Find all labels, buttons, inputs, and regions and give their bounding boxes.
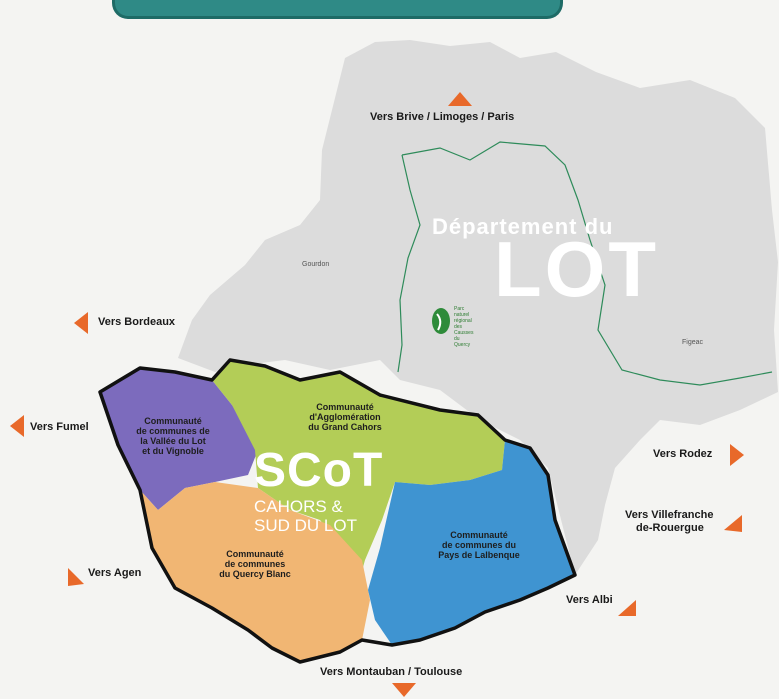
park-label-5: du Quercy [454,336,471,348]
scot-subtitle-1: CAHORS & [254,497,343,516]
scot-subtitle-2: SUD DU LOT [254,516,357,535]
quercy-blanc-area [140,482,370,662]
vallee-lot-area [100,368,258,510]
direction-fumel: Vers Fumel [30,421,89,433]
arrow-villefranche [724,515,742,532]
direction-villefranche-2: de-Rouergue [636,522,704,534]
town-gourdon: Gourdon [302,261,330,268]
town-figeac: Figeac [682,339,704,346]
department-title: Département du [432,214,614,239]
arrow-fumel [10,415,24,437]
community-vallee-label: Communauté de communes de la Vallée du L… [136,416,210,456]
community-agglo-label: Communauté d'Agglomération du Grand Caho… [308,402,382,432]
direction-rodez: Vers Rodez [653,448,713,460]
direction-montauban: Vers Montauban / Toulouse [320,666,463,678]
arrow-albi [618,600,636,616]
top-banner [112,0,563,19]
arrow-rodez [730,444,744,466]
park-label-1: Parc [454,306,465,312]
river-line [401,141,773,386]
park-label-4: des Causses [454,324,474,336]
park-logo: Parc naturel régional des Causses du Que… [430,306,473,348]
park-label-3: régional [454,318,472,324]
arrow-agen [68,568,84,586]
park-label-2: naturel [454,312,470,318]
department-lot-shape [178,40,778,575]
scot-boundary [98,358,577,664]
scot-title: SCoT [254,444,384,497]
river-line-west [397,154,421,373]
community-quercy-label: Communauté de communes du Quercy Blanc [219,549,291,579]
direction-villefranche-1: Vers Villefranche [625,509,714,521]
arrow-north [448,92,472,106]
direction-north: Vers Brive / Limoges / Paris [370,111,515,123]
direction-albi: Vers Albi [566,594,613,606]
grand-cahors-area [212,360,505,578]
lalbenque-area [368,440,575,645]
direction-agen: Vers Agen [88,567,142,579]
park-leaf-icon [432,308,450,334]
community-lalbenque-label: Communauté de communes du Pays de Lalben… [438,530,520,560]
arrow-montauban [392,683,416,697]
direction-bordeaux: Vers Bordeaux [98,316,176,328]
arrow-bordeaux [74,312,88,334]
department-name: LOT [494,225,659,313]
